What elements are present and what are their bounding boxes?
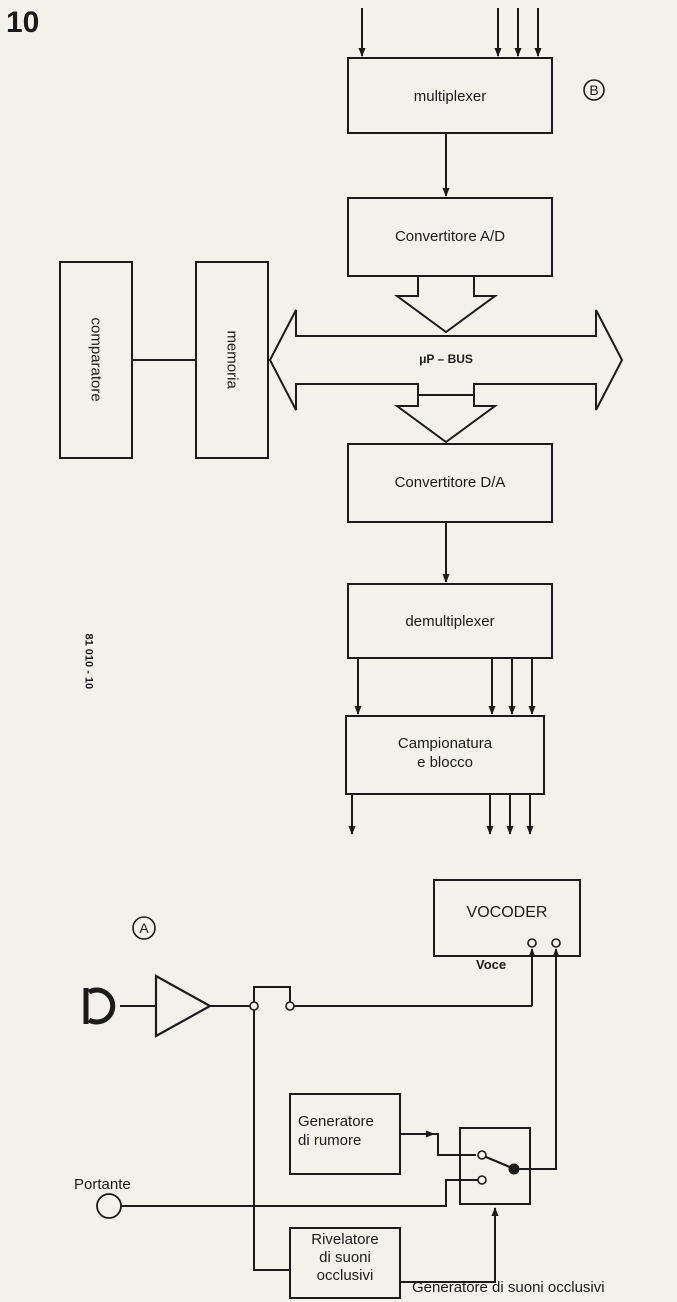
sample-hold-label-line1: Campionatura xyxy=(397,735,493,752)
adc-box xyxy=(347,197,553,277)
sample-hold-box xyxy=(345,715,545,795)
detector-box xyxy=(289,1227,401,1299)
portante-label: Portante xyxy=(74,1176,131,1193)
figure-number: 10 xyxy=(6,6,40,39)
multiplexer-box xyxy=(347,57,553,134)
switch-node xyxy=(249,1001,259,1011)
noise-generator-label-line1: Generatore xyxy=(298,1113,374,1130)
vocoder-label: VOCODER xyxy=(466,904,548,921)
marker-b-letter: B xyxy=(589,82,598,98)
vocoder-box xyxy=(433,879,581,957)
switch-node xyxy=(285,1001,295,1011)
up-bus-label: μP – BUS xyxy=(419,352,473,366)
demultiplexer-label: demultiplexer xyxy=(405,613,495,630)
multiplexer-label: multiplexer xyxy=(413,88,487,105)
vocoder-terminal xyxy=(551,938,561,948)
occlusive-generator-label: Generatore di suoni occlusivi xyxy=(412,1279,605,1296)
detector-label-line2: di suoni xyxy=(319,1249,371,1266)
selector-contact xyxy=(477,1175,487,1185)
detector-to-switch-line xyxy=(400,1207,499,1283)
selector-switch-box xyxy=(459,1127,531,1205)
memoria-label: memoria xyxy=(223,330,241,389)
marker-a-circle xyxy=(132,916,156,940)
dac-box xyxy=(347,443,553,523)
adc-label: Convertitore A/D xyxy=(394,228,506,245)
selector-contact xyxy=(477,1150,487,1160)
marker-a-letter: A xyxy=(139,920,149,936)
sample-hold-label-line2: e blocco xyxy=(417,754,473,771)
dac-label: Convertitore D/A xyxy=(394,474,506,491)
mic-to-detector-line xyxy=(253,1010,290,1271)
detector-label-line3: occlusivi xyxy=(316,1267,374,1284)
selector-blade xyxy=(485,1155,513,1170)
switch-to-vocoder-line xyxy=(518,948,560,1170)
portante-line xyxy=(121,1179,478,1207)
switch-bridge xyxy=(253,986,291,1002)
vocoder-terminal xyxy=(527,938,537,948)
noise-generator-label-line2: di rumore xyxy=(298,1132,362,1149)
voce-label: Voce xyxy=(476,957,507,972)
marker-b-circle xyxy=(583,79,605,101)
microphone-symbol xyxy=(87,987,116,1025)
demultiplexer-box xyxy=(347,583,553,659)
noise-to-switch-line xyxy=(400,1133,476,1156)
adc-to-bus-arrow xyxy=(393,276,499,334)
detector-label-line1: Rivelatore xyxy=(311,1231,379,1248)
selector-pivot xyxy=(508,1163,520,1175)
figure-code: 81 010 - 10 xyxy=(82,633,95,690)
portante-input-terminal xyxy=(96,1193,122,1219)
bus-to-dac-arrow xyxy=(393,384,499,444)
comparatore-label: comparatore xyxy=(87,317,105,402)
amplifier-triangle xyxy=(154,974,213,1038)
